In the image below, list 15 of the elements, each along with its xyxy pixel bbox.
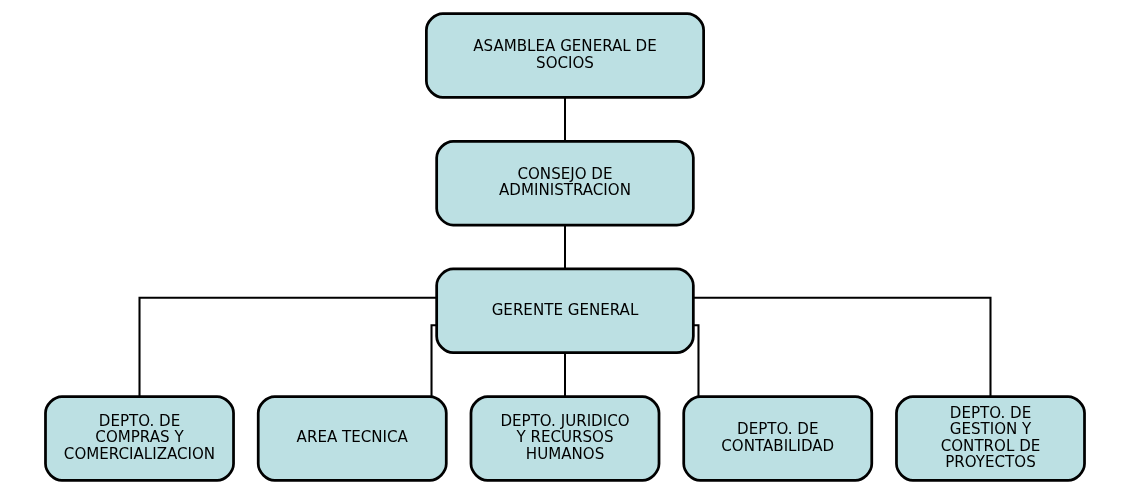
node-box: CONSEJO DE ADMINISTRACION <box>435 139 695 227</box>
connector <box>563 225 567 269</box>
node-box: AREA TECNICA <box>256 395 448 482</box>
connector <box>693 324 700 397</box>
node-box: GERENTE GENERAL <box>435 267 695 355</box>
node-box: DEPTO. DE COMPRAS Y COMERCIALIZACION <box>44 395 235 482</box>
connector <box>138 296 437 397</box>
node-box: DEPTO. JURIDICO Y RECURSOS HUMANOS <box>469 395 661 482</box>
node-box: DEPTO. DE CONTABILIDAD <box>682 395 874 482</box>
connector <box>563 97 567 142</box>
connector <box>693 296 992 397</box>
node-box: DEPTO. DE GESTION Y CONTROL DE PROYECTOS <box>895 395 1086 482</box>
connector <box>430 324 437 397</box>
connector <box>563 352 567 397</box>
node-box: ASAMBLEA GENERAL DE SOCIOS <box>425 12 705 99</box>
